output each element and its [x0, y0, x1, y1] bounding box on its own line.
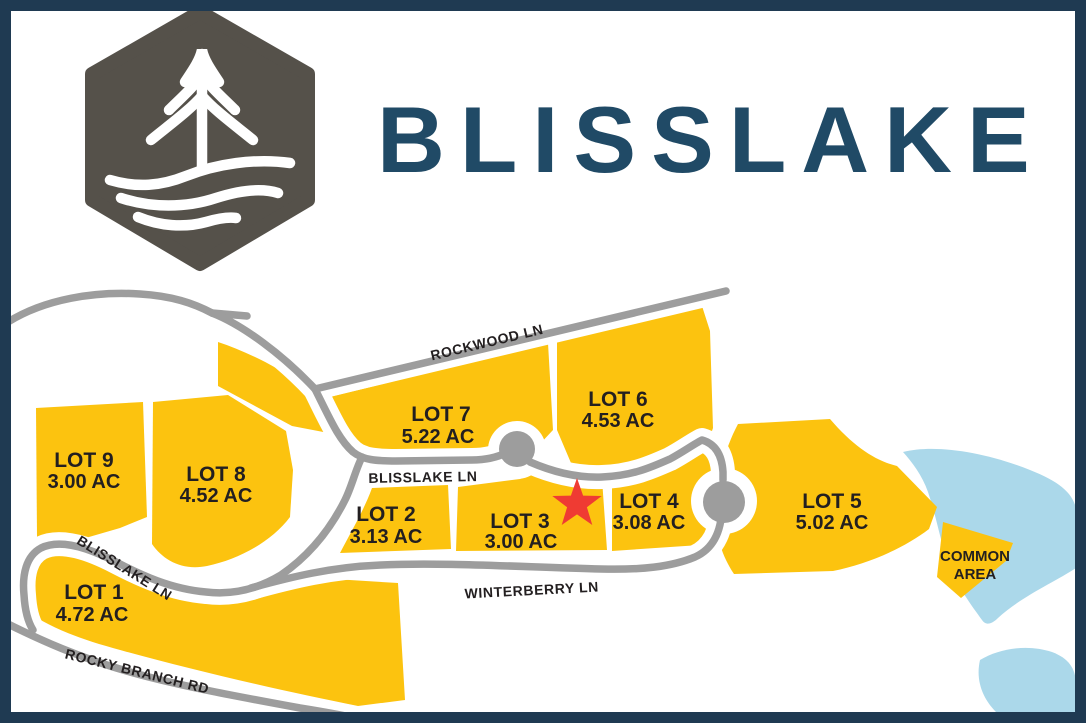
common-area-label-line2: AREA: [954, 566, 997, 583]
road-connector: [208, 309, 319, 393]
culdesac-circle-east: [703, 481, 745, 523]
lot-7-name: LOT 7: [411, 403, 471, 426]
lot-5-name: LOT 5: [802, 490, 862, 513]
lot-9-acreage: 3.00 AC: [48, 471, 121, 493]
lot-6-parcel: [557, 306, 713, 469]
lot-labels: LOT 9 3.00 AC LOT 8 4.52 AC LOT 7 5.22 A…: [48, 388, 1010, 626]
lot-3-name: LOT 3: [490, 510, 550, 533]
common-area-parcel: [937, 522, 1013, 598]
lot-1-name: LOT 1: [64, 581, 124, 604]
lot-9-name: LOT 9: [54, 449, 114, 472]
lot-parcels: [22, 306, 1013, 706]
winterberry-ln-label: WINTERBERRY LN: [464, 579, 599, 602]
lot-5-acreage: 5.02 AC: [796, 512, 869, 534]
lot-8-name: LOT 8: [186, 463, 246, 486]
lot-2-parcel: [340, 485, 451, 553]
lot-3-acreage: 3.00 AC: [485, 531, 558, 553]
winterberry-ln-road: [247, 501, 726, 592]
lot-1-parcel: [22, 546, 405, 706]
lot-4-name: LOT 4: [619, 490, 679, 513]
blisslake-ln-mid-label: BLISSLAKE LN: [368, 468, 477, 486]
pine-tree-glyph: [145, 48, 259, 174]
lot-3-star-marker: [552, 478, 602, 525]
blisslake-ln-road-mid: [311, 385, 512, 465]
lot-3-parcel: [456, 469, 607, 551]
blisslake-ln-road-east: [526, 436, 727, 484]
roads: [2, 287, 745, 723]
culdesac-circle-west: [499, 431, 535, 467]
rockwood-ln-road: [311, 287, 730, 393]
brand-title: BLISSLAKE: [377, 87, 1045, 192]
lot-2-name: LOT 2: [356, 503, 416, 526]
lot-4-acreage: 3.08 AC: [613, 512, 686, 534]
lot-8-parcel: [152, 395, 293, 568]
blisslake-ln-road-west: [19, 453, 366, 634]
lot-7-acreage: 5.22 AC: [402, 426, 475, 448]
lot-9-parcel: [36, 402, 147, 546]
lot-1-acreage: 4.72 AC: [56, 604, 129, 626]
lot-6-acreage: 4.53 AC: [582, 410, 655, 432]
lot-2-acreage: 3.13 AC: [350, 526, 423, 548]
road-northwest: [4, 289, 216, 326]
common-area-label-line1: COMMON: [940, 548, 1010, 565]
lake-lower: [978, 647, 1076, 712]
lot-7-parcel: [218, 342, 553, 457]
water-waves-glyph: [104, 156, 296, 231]
lot-5-parcel: [714, 419, 937, 574]
pine-tree-waves-hexagon-icon: [85, 5, 315, 271]
lot-8-acreage: 4.52 AC: [180, 485, 253, 507]
brand-header: BLISSLAKE: [85, 5, 1045, 271]
lot-6-name: LOT 6: [588, 388, 648, 411]
